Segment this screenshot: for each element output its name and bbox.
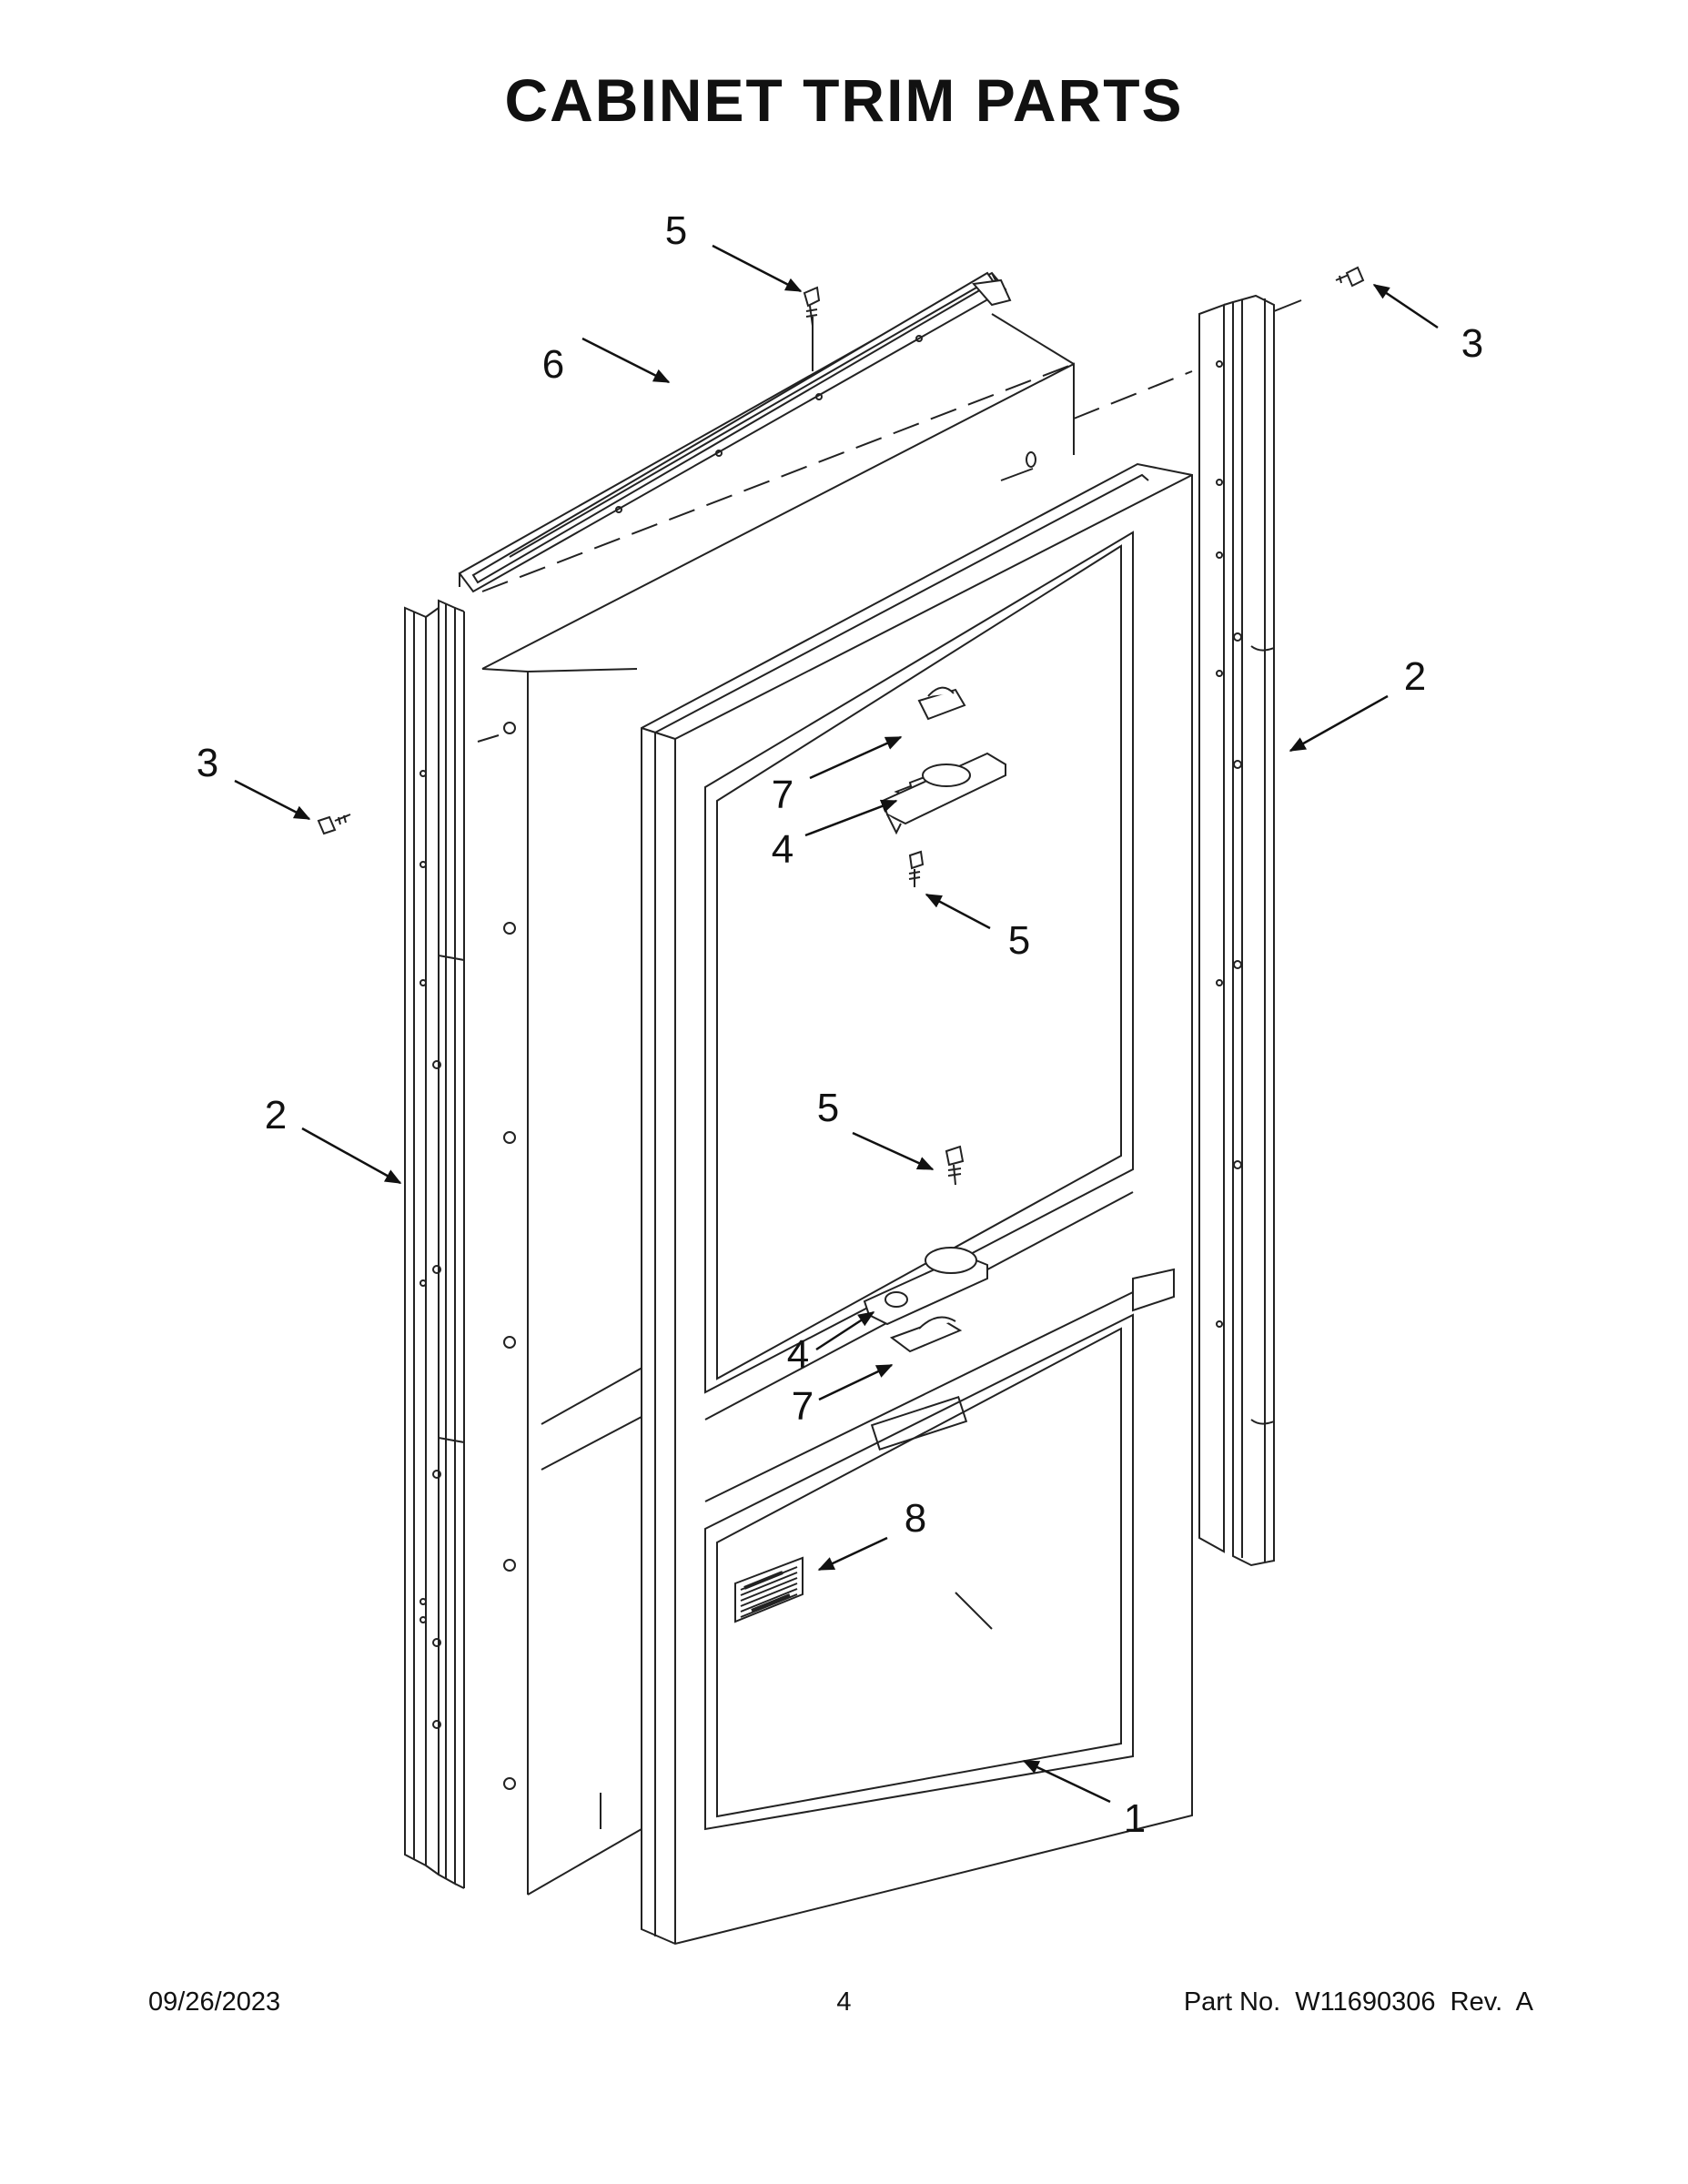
callout-2-left: 2 — [265, 1093, 287, 1138]
callout-4-lower: 4 — [787, 1332, 809, 1377]
right-side-trim — [1198, 294, 1275, 1567]
screw-lower — [945, 1145, 965, 1186]
callout-5-upper: 5 — [1008, 918, 1030, 963]
upper-hinge-bracket — [881, 686, 1006, 835]
vent-grille — [734, 1556, 804, 1623]
screw-top — [803, 286, 821, 327]
callout-8: 8 — [905, 1496, 926, 1541]
callout-7-upper: 7 — [772, 773, 793, 817]
callout-labels: 5 6 3 3 2 7 4 5 2 5 4 7 8 1 — [197, 208, 1483, 1841]
screw-left-side — [317, 814, 351, 835]
callout-3-right: 3 — [1461, 321, 1483, 366]
callout-2-right: 2 — [1404, 654, 1426, 699]
callout-3-left: 3 — [197, 741, 218, 785]
cabinet-body — [481, 313, 1075, 1896]
callout-6: 6 — [542, 342, 564, 387]
callout-7-lower: 7 — [792, 1384, 814, 1429]
screw-upper — [908, 850, 925, 887]
page-title: CABINET TRIM PARTS — [504, 66, 1184, 134]
footer-part-number: Part No. W11690306 Rev. A — [1183, 1987, 1533, 2017]
callout-arrows — [234, 244, 1439, 1804]
lower-hinge-bracket — [863, 1247, 988, 1353]
front-frame — [641, 462, 1193, 1946]
callout-4-upper: 4 — [772, 827, 793, 872]
screw-cabinet-stud — [1026, 451, 1036, 468]
top-trim-rail — [458, 271, 1012, 593]
screw-right-side — [1335, 266, 1365, 288]
callout-1: 1 — [1124, 1796, 1146, 1841]
left-side-trim — [404, 599, 465, 1889]
callout-5-top: 5 — [665, 208, 687, 253]
callout-5-lower: 5 — [817, 1086, 839, 1130]
footer-date: 09/26/2023 — [148, 1987, 281, 2017]
footer-page-number: 4 — [836, 1987, 852, 2017]
